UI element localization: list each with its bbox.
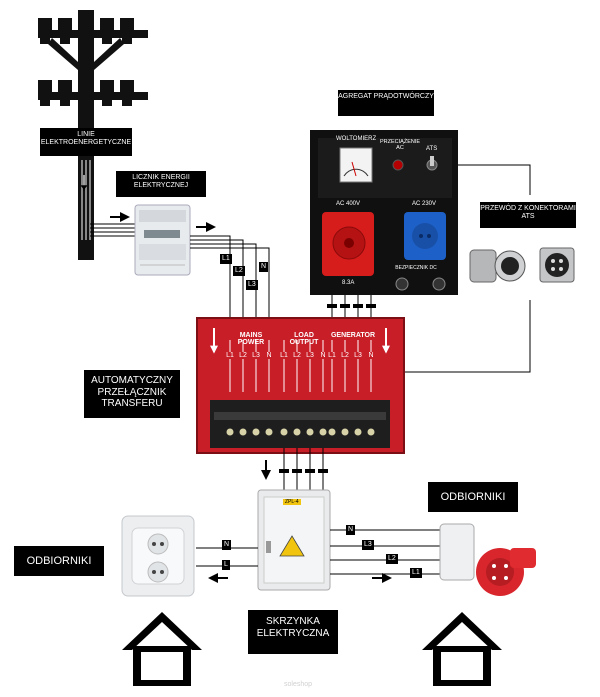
wire-tag-l1: L1 <box>220 254 232 264</box>
label-loads-left: ODBIORNIKI <box>14 546 104 576</box>
label-ats-switch: AUTOMATYCZNY PRZEŁĄCZNIK TRANSFERU <box>84 370 180 418</box>
wall-socket-icon <box>121 515 195 597</box>
ats-terminal-label: L3 <box>305 352 315 359</box>
ats-load-label: LOAD OUTPUT <box>289 332 319 346</box>
ats-connectors-icon <box>469 247 575 283</box>
wire-tag-n: N <box>222 540 232 550</box>
ats-terminal-label: L2 <box>292 352 302 359</box>
ats-terminal-label: L2 <box>340 352 350 359</box>
ats-terminal-label: L1 <box>327 352 337 359</box>
label-energy-meter: LICZNIK ENERGII ELEKTRYCZNEJ <box>116 171 206 197</box>
ats-gen-label: GENERATOR <box>330 332 376 339</box>
wire-tag-l1: L1 <box>410 568 422 578</box>
wire-tag-n: N <box>346 525 356 535</box>
box-tag: ZPL-4 <box>283 499 301 505</box>
wire-tag-l3: L3 <box>246 280 258 290</box>
ats-terminal-label: N <box>366 352 376 359</box>
gen-overload-label: PRZECIĄŻENIE AC <box>380 139 421 151</box>
ats-terminal-label: N <box>318 352 328 359</box>
gen-ac400-label: AC 400V <box>336 201 361 207</box>
ats-terminal-label: L1 <box>279 352 289 359</box>
ats-terminal-label: L3 <box>353 352 363 359</box>
electrical-box <box>257 489 331 591</box>
ats-terminal-label: L2 <box>238 352 248 359</box>
watermark: soleshop <box>284 681 313 688</box>
ats-terminal-label: L1 <box>225 352 235 359</box>
wire-tag-l2: L2 <box>233 266 245 276</box>
gen-current-label: 8.3A <box>342 280 355 286</box>
energy-meter <box>134 204 191 276</box>
label-generator: AGREGAT PRĄDOTWÓRCZY <box>338 90 434 116</box>
gen-ac230-label: AC 230V <box>412 201 437 207</box>
industrial-socket-icon <box>439 523 536 596</box>
wire-tag-n: N <box>259 262 269 272</box>
label-power-lines: LINIE ELEKTROENERGETYCZNE <box>40 128 132 156</box>
house-icon-left <box>122 612 202 686</box>
label-electrical-box: SKRZYNKA ELEKTRYCZNA <box>248 610 338 654</box>
ats-terminal-label: N <box>264 352 274 359</box>
wire-tag-l2: L2 <box>386 554 398 564</box>
gen-voltmeter-label: WOLTOMIERZ <box>336 136 377 142</box>
label-ats-cable: PRZEWÓD Z KONEKTORAMI ATS <box>480 202 576 228</box>
ats-terminal-label: L3 <box>251 352 261 359</box>
ats-mains-label: MAINS POWER <box>237 332 265 346</box>
label-loads-right: ODBIORNIKI <box>428 482 518 512</box>
generator-panel <box>310 130 458 295</box>
wire-tag-l3: L3 <box>362 540 374 550</box>
gen-ats-label: ATS <box>426 146 438 152</box>
gen-fuse-label: BEZPIECZNIK DC <box>395 265 437 271</box>
house-icon-right <box>422 612 502 686</box>
wire-tag-l: L <box>222 560 230 570</box>
